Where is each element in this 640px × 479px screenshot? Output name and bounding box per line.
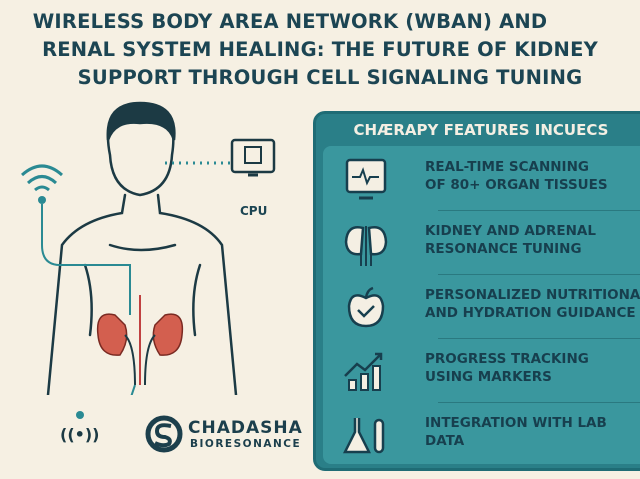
feature-item: PROGRESS TRACKING USING MARKERS: [323, 338, 640, 402]
chart-icon: [344, 352, 383, 391]
kidney-icon: [96, 295, 184, 386]
feature-line: USING MARKERS: [425, 369, 552, 385]
title-line-3: SUPPORT THROUGH CELL SIGNALING TUNING: [77, 66, 583, 89]
feature-item: PERSONALIZED NUTRITIONAL AND HYDRATION GU…: [323, 274, 640, 338]
features-header: CHÆRAPY FEATURES INCUECS: [353, 121, 609, 139]
feature-line: RESONANCE TUNING: [425, 241, 582, 257]
brand-tagline: BIORESONANCE: [190, 438, 302, 450]
feature-line: KIDNEY AND ADRENAL: [425, 223, 596, 239]
feature-line: PROGRESS TRACKING: [425, 351, 589, 367]
cpu-label: CPU: [240, 204, 268, 218]
cpu-monitor-icon: [230, 138, 276, 177]
feature-item: REAL-TIME SCANNING OF 80+ ORGAN TISSUES: [323, 146, 640, 210]
features-panel: CHÆRAPY FEATURES INCUECS REAL-TIME SCANN…: [313, 111, 640, 471]
chadasha-logo-icon: [145, 415, 183, 453]
features-list: REAL-TIME SCANNING OF 80+ ORGAN TISSUES K…: [323, 146, 640, 464]
feature-line: AND HYDRATION GUIDANCE: [425, 305, 636, 321]
feature-item: INTEGRATION WITH LAB DATA: [323, 402, 640, 466]
feature-item: KIDNEY AND ADRENAL RESONANCE TUNING: [323, 210, 640, 274]
title-line-2: RENAL SYSTEM HEALING: THE FUTURE OF KIDN…: [42, 38, 598, 61]
feature-line: REAL-TIME SCANNING: [425, 159, 589, 175]
kidney-icon: [344, 226, 388, 266]
title-line-1: WIRELESS BODY AREA NETWORK (WBAN) AND: [32, 10, 548, 33]
brand-name: CHADASHA: [188, 418, 303, 438]
lab-flask-icon: [342, 418, 385, 454]
sensor-dot: [76, 411, 84, 419]
hair: [106, 101, 176, 141]
apple-icon: [347, 286, 385, 328]
feature-line: PERSONALIZED NUTRITIONAL: [425, 287, 640, 303]
feature-line: INTEGRATION WITH LAB: [425, 415, 607, 431]
feature-line: OF 80+ ORGAN TISSUES: [425, 177, 608, 193]
wireless-sensor-icon: ((•)): [60, 425, 100, 444]
body-diagram: [20, 101, 276, 395]
wifi-icon: [20, 164, 64, 192]
torso-outline: [46, 193, 238, 395]
monitor-icon: [345, 158, 387, 200]
feature-line: DATA: [425, 433, 465, 449]
